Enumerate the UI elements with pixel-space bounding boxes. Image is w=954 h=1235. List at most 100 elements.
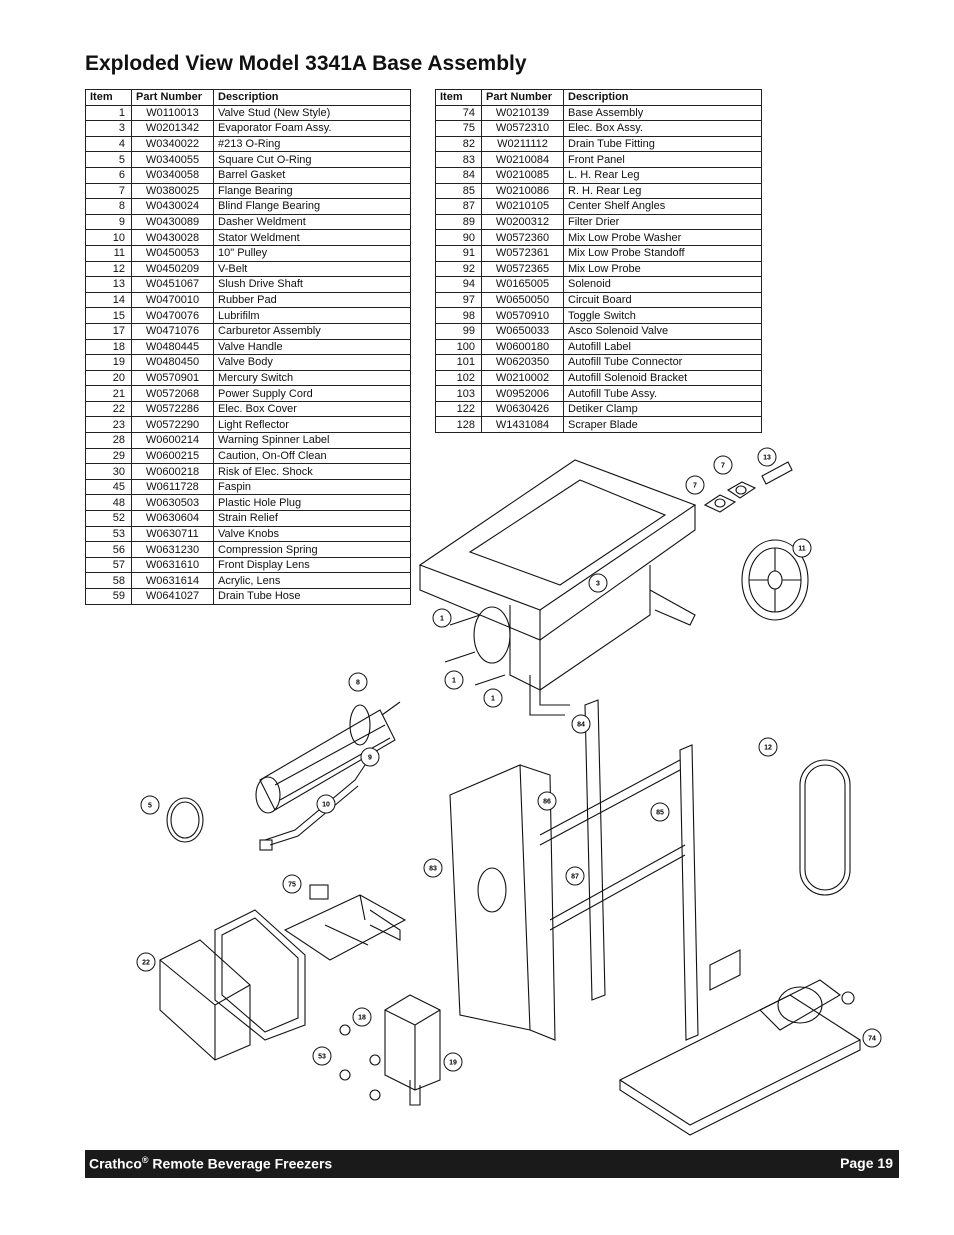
item-number: 100 xyxy=(435,338,482,356)
item-number: 101 xyxy=(435,354,482,371)
part-description: Stator Weldment xyxy=(213,229,411,246)
footer-subtitle: Remote Beverage Freezers xyxy=(148,1155,333,1172)
part-number: W0210002 xyxy=(481,369,564,387)
item-number: 59 xyxy=(85,588,132,605)
part-description: Mix Low Probe Washer xyxy=(563,229,762,246)
valve-studs xyxy=(444,614,506,686)
part-number: W0210105 xyxy=(481,198,564,215)
item-number: 5 xyxy=(85,151,132,168)
part-number: W0600180 xyxy=(481,338,564,356)
dasher-assembly xyxy=(255,701,401,851)
part-description: Detiker Clamp xyxy=(563,400,762,418)
item-number: 89 xyxy=(435,213,482,231)
flange-bearings xyxy=(703,481,757,513)
item-number: 99 xyxy=(435,322,482,340)
part-number: W1431084 xyxy=(481,416,564,434)
callout-label: 22 xyxy=(142,960,150,967)
part-number: W0650033 xyxy=(481,322,564,340)
part-number: W0470076 xyxy=(131,307,214,324)
table-header-row: Item Part Number Description xyxy=(435,89,762,106)
callout-bubble: 1 xyxy=(483,688,503,708)
part-number: W0572068 xyxy=(131,385,214,402)
part-number: W0451067 xyxy=(131,276,214,293)
valve-body xyxy=(339,994,441,1106)
slush-drive-shaft xyxy=(761,461,793,485)
part-description: Base Assembly xyxy=(563,104,762,122)
footer-brand: Crathco xyxy=(89,1155,142,1172)
callout-bubble: 74 xyxy=(862,1028,882,1048)
part-number: W0630503 xyxy=(131,494,214,512)
part-description: Evaporator Foam Assy. xyxy=(213,120,411,137)
callout-label: 53 xyxy=(318,1054,326,1061)
item-number: 84 xyxy=(435,166,482,184)
part-number: W0572365 xyxy=(481,260,564,278)
item-number: 75 xyxy=(435,120,482,137)
part-description: 10" Pulley xyxy=(213,244,411,262)
item-number: 85 xyxy=(435,182,482,200)
item-number: 9 xyxy=(85,213,132,231)
callout-label: 75 xyxy=(288,882,296,889)
part-description: Valve Body xyxy=(213,354,411,371)
part-number: W0340022 xyxy=(131,135,214,153)
column-header-item: Item xyxy=(435,89,482,106)
item-number: 97 xyxy=(435,291,482,309)
part-description: Mercury Switch xyxy=(213,369,411,387)
part-number: W0480450 xyxy=(131,354,214,371)
part-description: #213 O-Ring xyxy=(213,135,411,153)
footer-page-number: Page 19 xyxy=(840,1155,893,1171)
part-description: L. H. Rear Leg xyxy=(563,166,762,184)
part-description: Blind Flange Bearing xyxy=(213,198,411,215)
electrical-box xyxy=(283,884,407,961)
part-description: Front Panel xyxy=(563,151,762,168)
part-description: Autofill Solenoid Bracket xyxy=(563,369,762,387)
item-number: 122 xyxy=(435,400,482,418)
callout-bubble: 18 xyxy=(352,1007,372,1027)
page-title: Exploded View Model 3341A Base Assembly xyxy=(85,52,527,75)
item-number: 7 xyxy=(85,182,132,200)
part-number: W0110013 xyxy=(131,104,214,122)
part-number: W0211112 xyxy=(481,135,564,153)
part-number: W0430089 xyxy=(131,213,214,231)
callout-bubble: 13 xyxy=(757,447,777,467)
item-number: 74 xyxy=(435,104,482,122)
part-number: W0600214 xyxy=(131,432,214,449)
part-description: Autofill Tube Assy. xyxy=(563,385,762,402)
callout-label: 1 xyxy=(440,616,444,623)
part-description: Circuit Board xyxy=(563,291,762,309)
item-number: 98 xyxy=(435,307,482,324)
part-description: Drain Tube Hose xyxy=(213,588,411,605)
evaporator-tank xyxy=(418,459,697,716)
part-description: Autofill Tube Connector xyxy=(563,354,762,371)
part-description: Warning Spinner Label xyxy=(213,432,411,449)
elec-box-cover xyxy=(159,909,306,1061)
part-description: Drain Tube Fitting xyxy=(563,135,762,153)
item-number: 23 xyxy=(85,416,132,434)
callout-label: 11 xyxy=(798,546,806,553)
part-number: W0210086 xyxy=(481,182,564,200)
part-description: Carburetor Assembly xyxy=(213,322,411,340)
callout-bubble: 11 xyxy=(792,538,812,558)
item-number: 3 xyxy=(85,120,132,137)
column-header-item: Item xyxy=(85,89,132,106)
item-number: 19 xyxy=(85,354,132,371)
callout-bubble: 87 xyxy=(565,866,585,886)
part-description: V-Belt xyxy=(213,260,411,278)
